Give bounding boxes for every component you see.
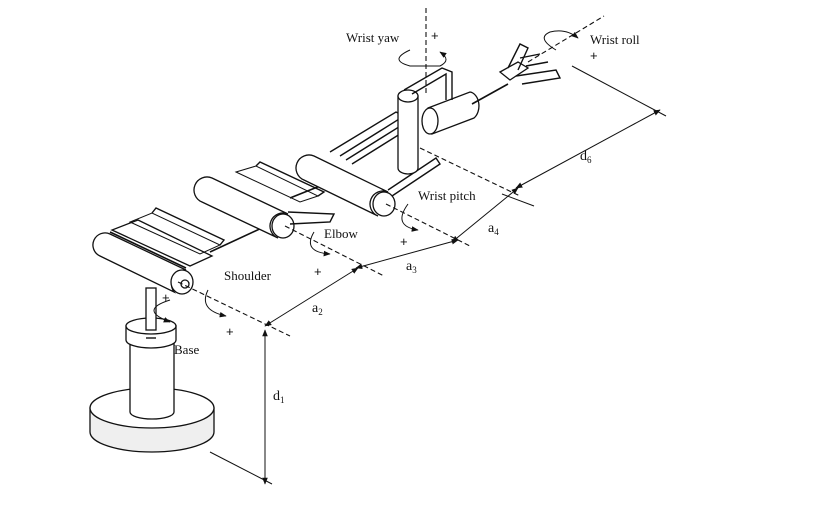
base-plus: + [162, 290, 170, 305]
elbow-label: Elbow [324, 226, 359, 241]
shoulder-plus: + [226, 324, 234, 339]
wrist-pitch-label: Wrist pitch [418, 188, 476, 203]
dim-a4: a4 [488, 221, 499, 237]
rotation-arrows [153, 30, 579, 323]
dim-a3: a3 [406, 259, 417, 275]
wrist-yaw-rotation-arrow [398, 49, 447, 67]
shoulder-rotation-arrow [204, 289, 227, 318]
base-rotation-arrow [153, 299, 171, 323]
wrist-yaw-label: Wrist yaw [346, 30, 400, 45]
wrist-yaw-plus: + [431, 28, 439, 43]
elbow-rotation-arrow [310, 231, 331, 257]
wrist-assembly [397, 67, 509, 175]
shoulder-label: Shoulder [224, 268, 272, 283]
dim-a2: a2 [312, 301, 323, 317]
dim-d6: d6 [580, 149, 592, 165]
dim-d1: d1 [273, 389, 285, 405]
wrist-pitch-rotation-arrow [401, 203, 419, 232]
wrist-roll-rotation-arrow [543, 30, 579, 51]
wrist-pitch-plus: + [400, 234, 408, 249]
elbow-plus: + [314, 264, 322, 279]
joint-axes [177, 8, 605, 337]
base-label: Base [174, 342, 200, 357]
dimension-lines [209, 65, 667, 485]
base-pedestal [89, 287, 215, 453]
gripper [498, 43, 562, 85]
wrist-roll-plus: + [590, 48, 598, 63]
elbow-link [193, 161, 341, 239]
shoulder-link [92, 207, 267, 295]
wrist-roll-label: Wrist roll [590, 32, 640, 47]
